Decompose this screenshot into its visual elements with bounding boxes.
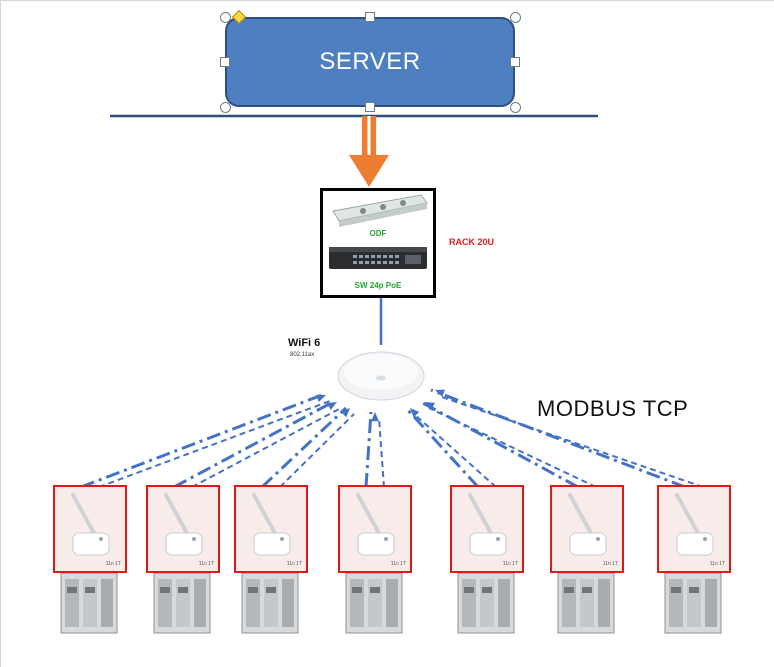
wifi-adapter-icon: [164, 493, 203, 556]
wifi-adapter-icon: [356, 493, 395, 556]
modbus-link: [413, 413, 497, 488]
link-arrowhead: [425, 402, 435, 410]
plc-icon: [345, 572, 403, 634]
link-arrowhead: [340, 408, 350, 418]
server-node[interactable]: SERVER: [225, 17, 515, 107]
wireless-node[interactable]: 11n 1T: [53, 485, 127, 573]
node-tag: 11n 1T: [390, 561, 406, 567]
node-tag: 11n 1T: [709, 561, 725, 567]
rack-size-label: RACK 20U: [449, 237, 495, 247]
resize-handle-top-left[interactable]: [220, 12, 231, 23]
wifi-adapter-icon: [468, 493, 507, 556]
wireless-node[interactable]: 11n 1T: [146, 485, 220, 573]
modbus-link: [173, 400, 334, 489]
resize-handle-right[interactable]: [510, 57, 520, 67]
plc-icon: [664, 572, 722, 634]
node-tag: 11n 1T: [602, 561, 618, 567]
modbus-link: [279, 413, 355, 488]
wifi-standard: 802.11ax: [290, 352, 315, 358]
modbus-link: [438, 395, 704, 488]
modbus-link: [430, 388, 686, 489]
server-label: SERVER: [319, 48, 421, 75]
modbus-link: [260, 406, 348, 489]
wireless-node[interactable]: 11n 1T: [450, 485, 524, 573]
modbus-link: [191, 407, 342, 488]
plc-icon: [557, 572, 615, 634]
link-arrowhead: [316, 394, 326, 402]
plc-device: [659, 572, 727, 635]
odf-label: ODF: [369, 229, 387, 238]
rack-cabinet: ODF SW 24p PoE: [320, 188, 436, 298]
resize-handle-bottom-left[interactable]: [220, 102, 231, 113]
node-tag: 11n 1T: [502, 561, 518, 567]
plc-icon: [457, 572, 515, 634]
plc-device: [236, 572, 304, 635]
wireless-node[interactable]: 11n 1T: [234, 485, 308, 573]
link-arrowhead: [435, 389, 445, 397]
wifi-brand: WiFi 6: [288, 337, 321, 349]
wifi-adapter-icon: [71, 493, 110, 556]
downlink-arrow: [349, 116, 389, 187]
odf-panel-icon: [332, 194, 428, 227]
access-point: [337, 351, 425, 401]
modbus-links: [80, 388, 704, 489]
resize-handle-bottom[interactable]: [365, 102, 375, 112]
wireless-node[interactable]: 11n 1T: [657, 485, 731, 573]
node-tag: 11n 1T: [286, 561, 302, 567]
resize-handle-left[interactable]: [220, 57, 230, 67]
switch-icon: [329, 247, 427, 269]
resize-handle-bottom-right[interactable]: [510, 102, 521, 113]
modbus-link: [80, 393, 323, 489]
wifi-adapter-icon: [252, 493, 291, 556]
plc-device: [55, 572, 123, 635]
plc-device: [452, 572, 520, 635]
resize-handle-top[interactable]: [365, 12, 375, 22]
switch-label: SW 24p PoE: [354, 281, 402, 290]
link-arrowhead: [371, 412, 379, 422]
modbus-link: [404, 406, 480, 489]
canvas-top-border: [0, 0, 774, 1]
wifi-adapter-icon: [675, 493, 714, 556]
plc-device: [148, 572, 216, 635]
node-tag: 11n 1T: [105, 561, 121, 567]
link-arrowhead: [410, 408, 420, 418]
plc-device: [552, 572, 620, 635]
modbus-link: [98, 400, 331, 488]
resize-handle-top-right[interactable]: [510, 12, 521, 23]
plc-icon: [60, 572, 118, 634]
modbus-link: [428, 407, 597, 488]
wifi-adapter-icon: [568, 493, 607, 556]
plc-icon: [241, 572, 299, 634]
link-arrowhead: [327, 402, 337, 410]
plc-icon: [153, 572, 211, 634]
protocol-label: MODBUS TCP: [537, 396, 689, 421]
wifi6-badge: WiFi 6 802.11ax: [282, 335, 328, 363]
canvas-left-border: [0, 0, 1, 667]
wireless-node[interactable]: 11n 1T: [550, 485, 624, 573]
node-tag: 11n 1T: [198, 561, 214, 567]
modbus-link: [378, 417, 385, 488]
wireless-node[interactable]: 11n 1T: [338, 485, 412, 573]
modbus-link: [364, 411, 373, 488]
plc-device: [340, 572, 408, 635]
